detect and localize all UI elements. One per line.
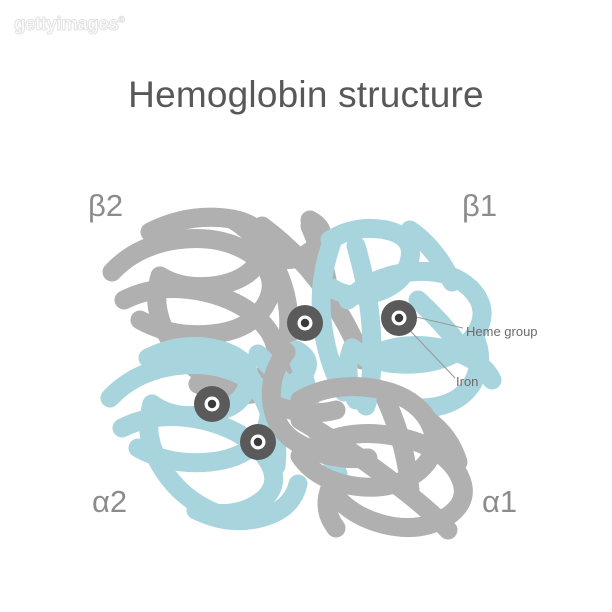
iron-atom-beta1 bbox=[394, 313, 404, 323]
subunit-alpha1-crossbands bbox=[290, 390, 458, 540]
watermark-text: gettyimages bbox=[13, 14, 119, 36]
iron-atom-alpha2 bbox=[207, 399, 217, 409]
subunit-label-beta1: β1 bbox=[462, 188, 498, 223]
heme-group-beta2 bbox=[287, 305, 323, 341]
watermark-trademark-icon: ® bbox=[118, 14, 125, 25]
heme-group-alpha2 bbox=[194, 386, 230, 422]
leader-line-heme bbox=[411, 315, 464, 329]
page-title: Hemoglobin structure bbox=[128, 74, 484, 115]
iron-atom-beta2 bbox=[300, 318, 310, 328]
subunit-label-alpha1: α1 bbox=[482, 484, 518, 519]
subunit-label-alpha2: α2 bbox=[92, 484, 128, 519]
callout-label-heme-group: Heme group bbox=[466, 324, 538, 339]
heme-group-beta1 bbox=[381, 300, 417, 336]
iron-atom-alpha1 bbox=[253, 437, 263, 447]
heme-group-alpha1 bbox=[240, 424, 276, 460]
subunit-label-beta2: β2 bbox=[88, 188, 124, 223]
getty-images-watermark: gettyimages® bbox=[13, 14, 125, 36]
callout-label-iron: Iron bbox=[456, 374, 479, 389]
